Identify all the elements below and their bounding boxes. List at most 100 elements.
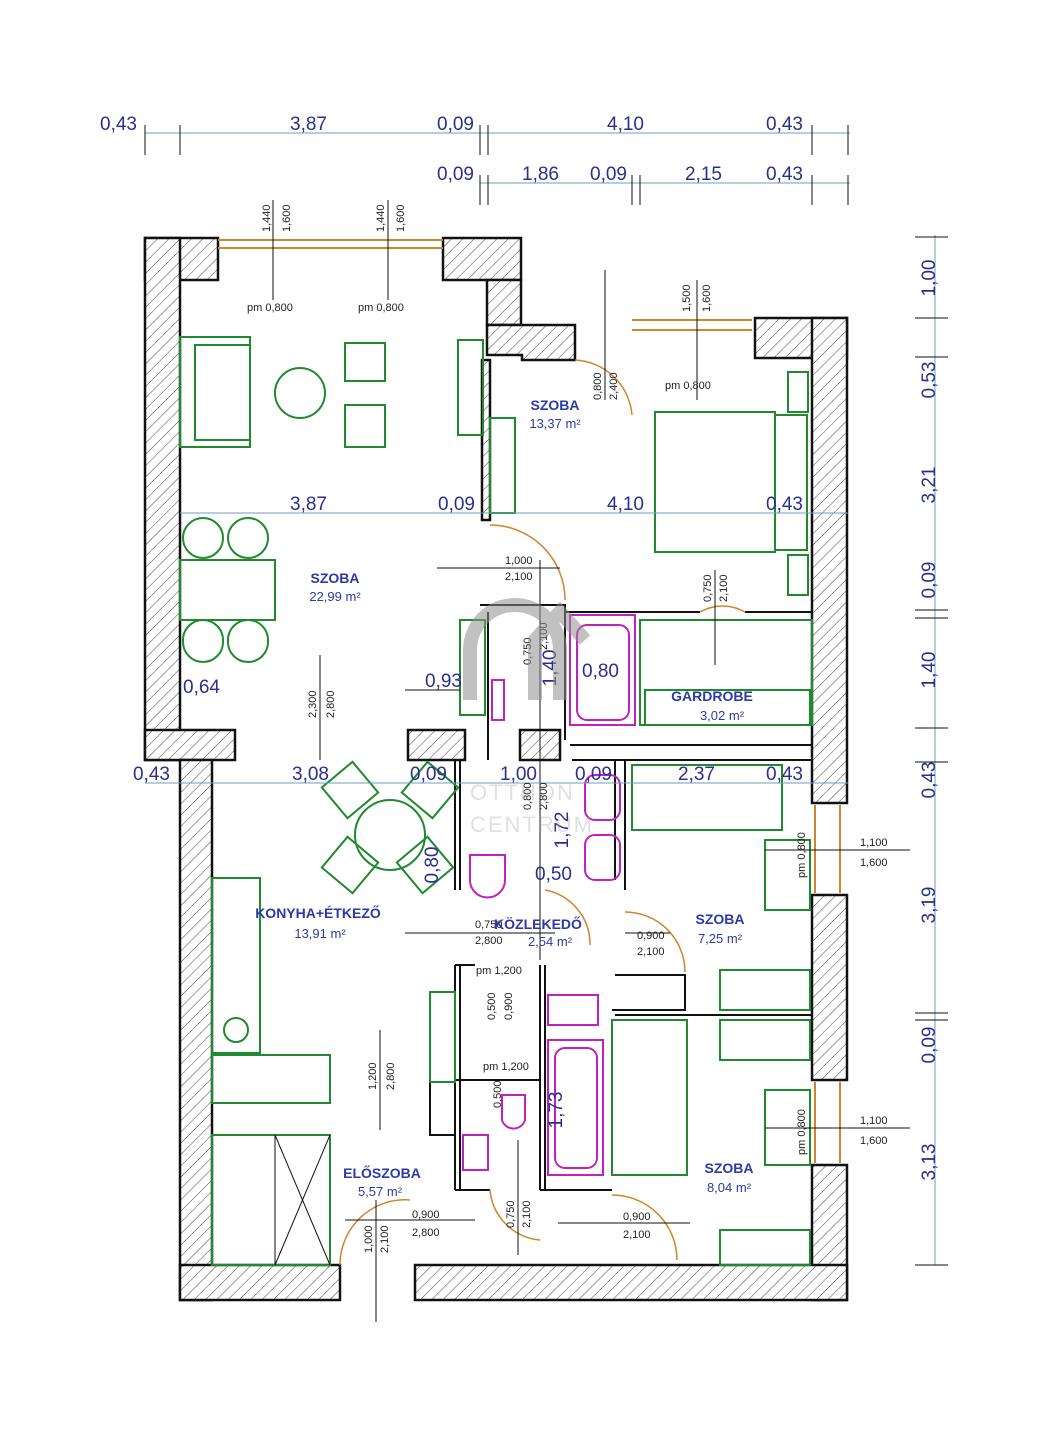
dim-label: 4,10: [607, 494, 644, 515]
annotation-text: 1,000: [363, 1225, 375, 1253]
inner-dimensions: 3,87 0,09 4,10 0,43 0,43 3,08 0,09 1,00 …: [133, 494, 803, 1128]
room-labels: SZOBA 22,99 m² SZOBA 13,37 m² GARDROBE 3…: [255, 397, 753, 1199]
dim-label: 0,93: [425, 671, 462, 692]
room-area: 22,99 m²: [309, 589, 361, 604]
top-dimension-row-1: 0,43 3,87 0,09 4,10 0,43: [100, 114, 850, 155]
room-name: KÖZLEKEDŐ: [494, 915, 582, 932]
dim-label: 2,15: [685, 164, 722, 185]
room-area: 3,02 m²: [700, 708, 745, 723]
room-area: 5,57 m²: [358, 1184, 403, 1199]
annotation-text: 0,750: [702, 574, 714, 602]
annotation-text: 1,600: [860, 1135, 888, 1147]
annotation-text: 1,600: [281, 204, 293, 232]
walls: [143, 236, 849, 1302]
annotation-text: 2,300: [307, 690, 319, 718]
annotation-text: 2,100: [718, 574, 730, 602]
room-name: GARDROBE: [671, 688, 753, 704]
interior-walls: [429, 604, 812, 1191]
dim-label: 3,08: [292, 764, 329, 785]
annotation-text: pm 0,800: [665, 380, 711, 392]
annotation-text: 0,900: [623, 1211, 651, 1223]
annotation-text: 1,100: [860, 837, 888, 849]
annotation-text: 1,200: [367, 1062, 379, 1090]
dim-label: 1,40: [919, 652, 940, 689]
dim-label: 0,09: [919, 1027, 940, 1064]
dim-label: 1,00: [919, 260, 940, 297]
dim-label: 0,09: [410, 764, 447, 785]
annotation-text: 2,800: [538, 782, 550, 810]
annotation-text: 1,440: [261, 204, 273, 232]
annotation-text: 1,440: [375, 204, 387, 232]
watermark-text: OTTHON: [470, 780, 575, 805]
annotation-text: 0,900: [503, 992, 515, 1020]
dim-label: 3,13: [919, 1144, 940, 1181]
annotation-text: 2,400: [608, 372, 620, 400]
dim-label: 0,80: [422, 847, 443, 884]
small-annotations: 1,440 1,600 1,440 1,600 1,500 1,600 pm 0…: [247, 204, 888, 1253]
annotation-lines: [145, 200, 910, 1322]
room-name: ELŐSZOBA: [343, 1164, 421, 1181]
watermark-logo: OTTHON CENTRUM: [463, 598, 594, 837]
annotation-text: 2,100: [521, 1200, 533, 1228]
annotation-text: 0,900: [637, 930, 665, 942]
annotation-text: 0,750: [475, 919, 503, 931]
dim-label: 0,80: [582, 661, 619, 682]
room-area: 2,54 m²: [528, 934, 573, 949]
annotation-text: pm 0,800: [358, 302, 404, 314]
annotation-text: pm 0,800: [796, 832, 808, 878]
annotation-text: 1,600: [395, 204, 407, 232]
room-area: 7,25 m²: [698, 931, 743, 946]
dim-label: 1,00: [500, 764, 537, 785]
room-name: SZOBA: [696, 911, 745, 927]
dim-label: 0,09: [590, 164, 627, 185]
annotation-text: 0,800: [522, 782, 534, 810]
dim-label: 3,87: [290, 114, 327, 135]
annotation-text: 1,600: [860, 857, 888, 869]
room-area: 13,37 m²: [529, 416, 581, 431]
annotation-text: pm 1,200: [483, 1061, 529, 1073]
room-area: 8,04 m²: [707, 1180, 752, 1195]
dim-label: 0,09: [919, 562, 940, 599]
dim-label: 4,10: [607, 114, 644, 135]
furniture: [179, 336, 813, 1266]
dim-label: 2,37: [678, 764, 715, 785]
annotation-text: 2,800: [412, 1227, 440, 1239]
annotation-text: 0,900: [412, 1209, 440, 1221]
annotation-text: 0,500: [486, 992, 498, 1020]
annotation-text: 0,800: [592, 372, 604, 400]
doors: [339, 359, 746, 1266]
dim-label: 3,21: [919, 467, 940, 504]
dim-label: 0,43: [133, 764, 170, 785]
annotation-text: 1,600: [701, 284, 713, 312]
annotation-text: 1,100: [860, 1115, 888, 1127]
watermark-text: CENTRUM: [470, 812, 594, 837]
dim-label: 0,53: [919, 362, 940, 399]
annotation-text: 2,800: [385, 1062, 397, 1090]
right-dimension-column: 1,00 0,53 3,21 0,09 1,40 0,43 3,19 0,09 …: [915, 235, 948, 1266]
dim-label: 0,09: [575, 764, 612, 785]
annotation-text: 2,800: [475, 935, 503, 947]
dim-label: 0,43: [766, 764, 803, 785]
sanitary: [462, 614, 636, 1176]
dim-label: 0,09: [438, 494, 475, 515]
dim-label: 0,43: [100, 114, 137, 135]
dim-label: 3,19: [919, 887, 940, 924]
dim-label: 0,09: [437, 114, 474, 135]
dim-label: 3,87: [290, 494, 327, 515]
annotation-text: pm 1,200: [476, 965, 522, 977]
annotation-text: 0,500: [492, 1080, 504, 1108]
annotation-text: 0,750: [505, 1200, 517, 1228]
dim-label: 0,43: [766, 164, 803, 185]
dim-label: 1,73: [546, 1092, 567, 1129]
dim-label: 0,43: [919, 762, 940, 799]
annotation-text: pm 0,800: [247, 302, 293, 314]
dim-label: 0,09: [437, 164, 474, 185]
room-area: 13,91 m²: [294, 926, 346, 941]
annotation-text: 2,100: [505, 571, 533, 583]
dim-label: 0,43: [766, 494, 803, 515]
annotation-text: 2,100: [379, 1225, 391, 1253]
room-name: KONYHA+ÉTKEZŐ: [255, 904, 381, 921]
annotation-text: 1,500: [681, 284, 693, 312]
windows: [218, 239, 841, 1163]
